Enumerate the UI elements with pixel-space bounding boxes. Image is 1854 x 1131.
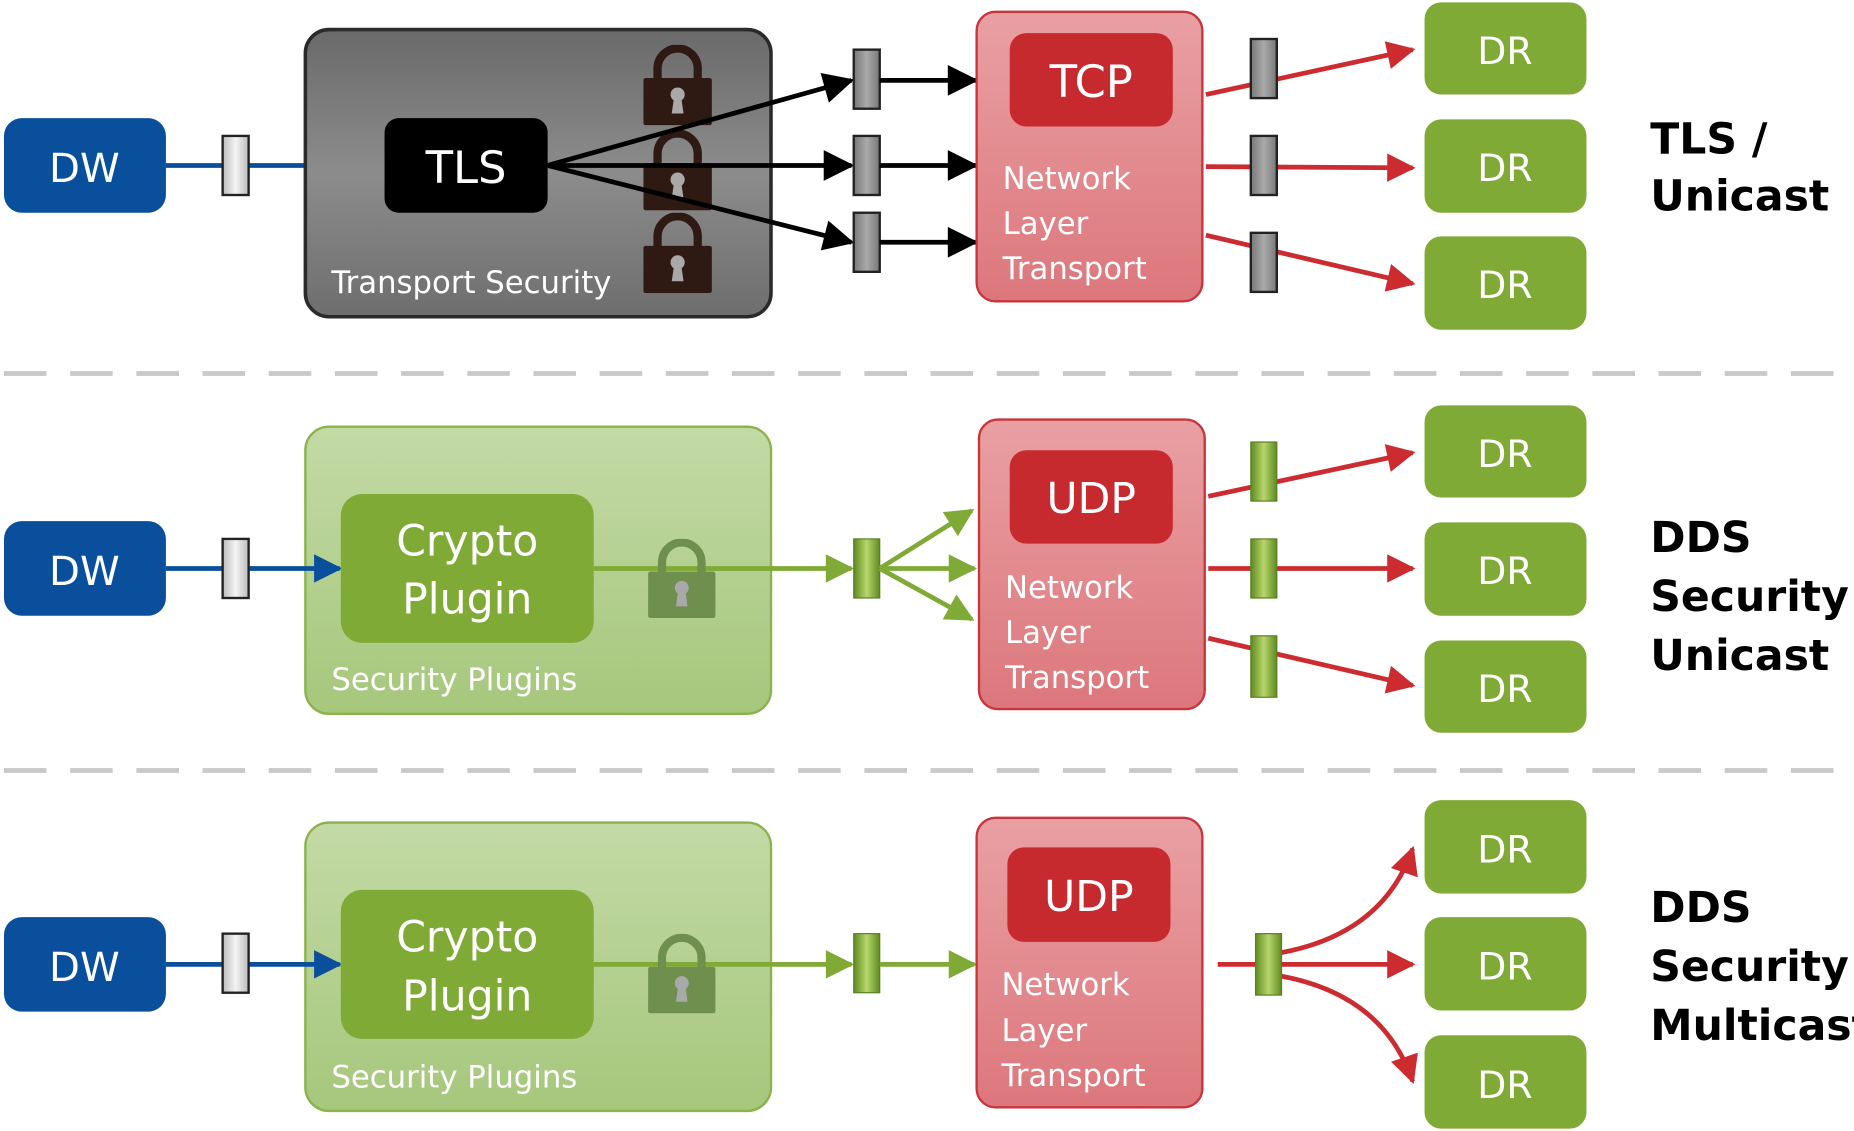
data-reader-label: DR <box>1477 667 1532 711</box>
connector <box>221 932 250 994</box>
connector <box>221 537 250 600</box>
connector <box>1254 933 1283 996</box>
connector <box>853 538 881 599</box>
data-reader <box>1424 640 1587 733</box>
multicast-arrow <box>1281 845 1418 955</box>
row-dds-security-unicast: DW Crypto Plugin Security Plugins UDP Ne… <box>4 405 1854 733</box>
crypto-plugin-label: Crypto <box>396 913 538 962</box>
data-writer-label: DW <box>49 549 120 595</box>
tls-arrow <box>547 163 855 251</box>
protocol-label: UDP <box>1047 475 1137 524</box>
crypto-plugin-label: Plugin <box>402 575 532 624</box>
data-reader <box>1424 236 1587 330</box>
data-writer-label: DW <box>49 146 120 192</box>
connector <box>1250 441 1278 502</box>
data-writer-label: DW <box>49 945 120 991</box>
row-tls-unicast: DW TLS Transport Security TCP Network La… <box>4 2 1829 330</box>
row-label: DDS <box>1650 884 1751 933</box>
network-line: Transport <box>1002 251 1147 287</box>
network-line: Network <box>1001 967 1129 1003</box>
connector <box>1249 37 1279 100</box>
data-reader <box>1424 800 1587 894</box>
data-reader-label: DR <box>1477 945 1532 989</box>
row-label: Unicast <box>1650 632 1829 681</box>
data-reader <box>1424 2 1587 95</box>
connector <box>852 211 881 273</box>
network-line: Layer <box>1003 206 1089 242</box>
network-arrow <box>878 508 975 571</box>
protocol-label: TCP <box>1049 55 1133 108</box>
network-line: Layer <box>1001 1013 1087 1049</box>
row-label: Security / <box>1650 943 1854 992</box>
tls-arrow <box>546 73 855 168</box>
protocol-label: UDP <box>1044 873 1134 922</box>
row-label: Unicast <box>1650 172 1829 221</box>
data-writer <box>4 917 166 1012</box>
tcp-box <box>1009 33 1173 127</box>
network-line: Network <box>1005 570 1133 606</box>
data-reader-label: DR <box>1477 263 1532 307</box>
data-reader <box>1424 1035 1587 1129</box>
security-plugins-title: Security Plugins <box>331 662 577 698</box>
row-label: Multicast <box>1650 1002 1854 1051</box>
connector <box>1250 538 1278 599</box>
multicast-arrow <box>1281 973 1418 1085</box>
transport-security-title: Transport Security <box>330 265 611 301</box>
network-line: Transport <box>1004 660 1149 696</box>
data-reader <box>1424 522 1587 616</box>
connector <box>852 48 881 110</box>
reader-arrow <box>1205 41 1416 97</box>
row-label: DDS <box>1650 514 1751 563</box>
connector <box>852 134 881 197</box>
reader-arrow <box>1207 635 1416 694</box>
connector <box>221 134 250 197</box>
reader-arrow <box>1205 232 1416 292</box>
tls-label: TLS <box>425 141 507 194</box>
data-reader <box>1424 917 1587 1011</box>
row-label: TLS / <box>1650 116 1768 165</box>
udp-box <box>1009 450 1173 544</box>
data-writer <box>4 118 166 213</box>
data-writer <box>4 521 166 616</box>
data-reader <box>1424 119 1587 213</box>
reader-arrow <box>1207 444 1416 499</box>
connector <box>853 933 881 994</box>
connector <box>1250 635 1278 698</box>
connector <box>1249 231 1279 294</box>
data-reader-label: DR <box>1477 146 1532 190</box>
crypto-plugin-box <box>340 889 594 1039</box>
udp-box <box>1007 847 1171 942</box>
network-line: Layer <box>1005 615 1091 651</box>
crypto-plugin-label: Crypto <box>396 517 538 566</box>
network-arrow <box>878 566 975 622</box>
data-reader-label: DR <box>1477 828 1532 872</box>
crypto-plugin-box <box>340 494 594 643</box>
security-plugins-title: Security Plugins <box>331 1059 577 1095</box>
data-reader-label: DR <box>1477 29 1532 73</box>
data-reader-label: DR <box>1477 1063 1532 1107</box>
tls-box <box>384 118 548 213</box>
connector <box>1249 134 1279 197</box>
data-reader-label: DR <box>1477 432 1532 476</box>
crypto-plugin-label: Plugin <box>402 972 532 1021</box>
network-line: Network <box>1003 161 1131 197</box>
network-line: Transport <box>1000 1058 1145 1094</box>
data-reader <box>1424 405 1587 498</box>
reader-arrow <box>1205 153 1416 182</box>
row-dds-security-multicast: DW Crypto Plugin Security Plugins UDP Ne… <box>4 800 1854 1129</box>
row-label: Security / <box>1650 573 1854 622</box>
data-reader-label: DR <box>1477 549 1532 593</box>
